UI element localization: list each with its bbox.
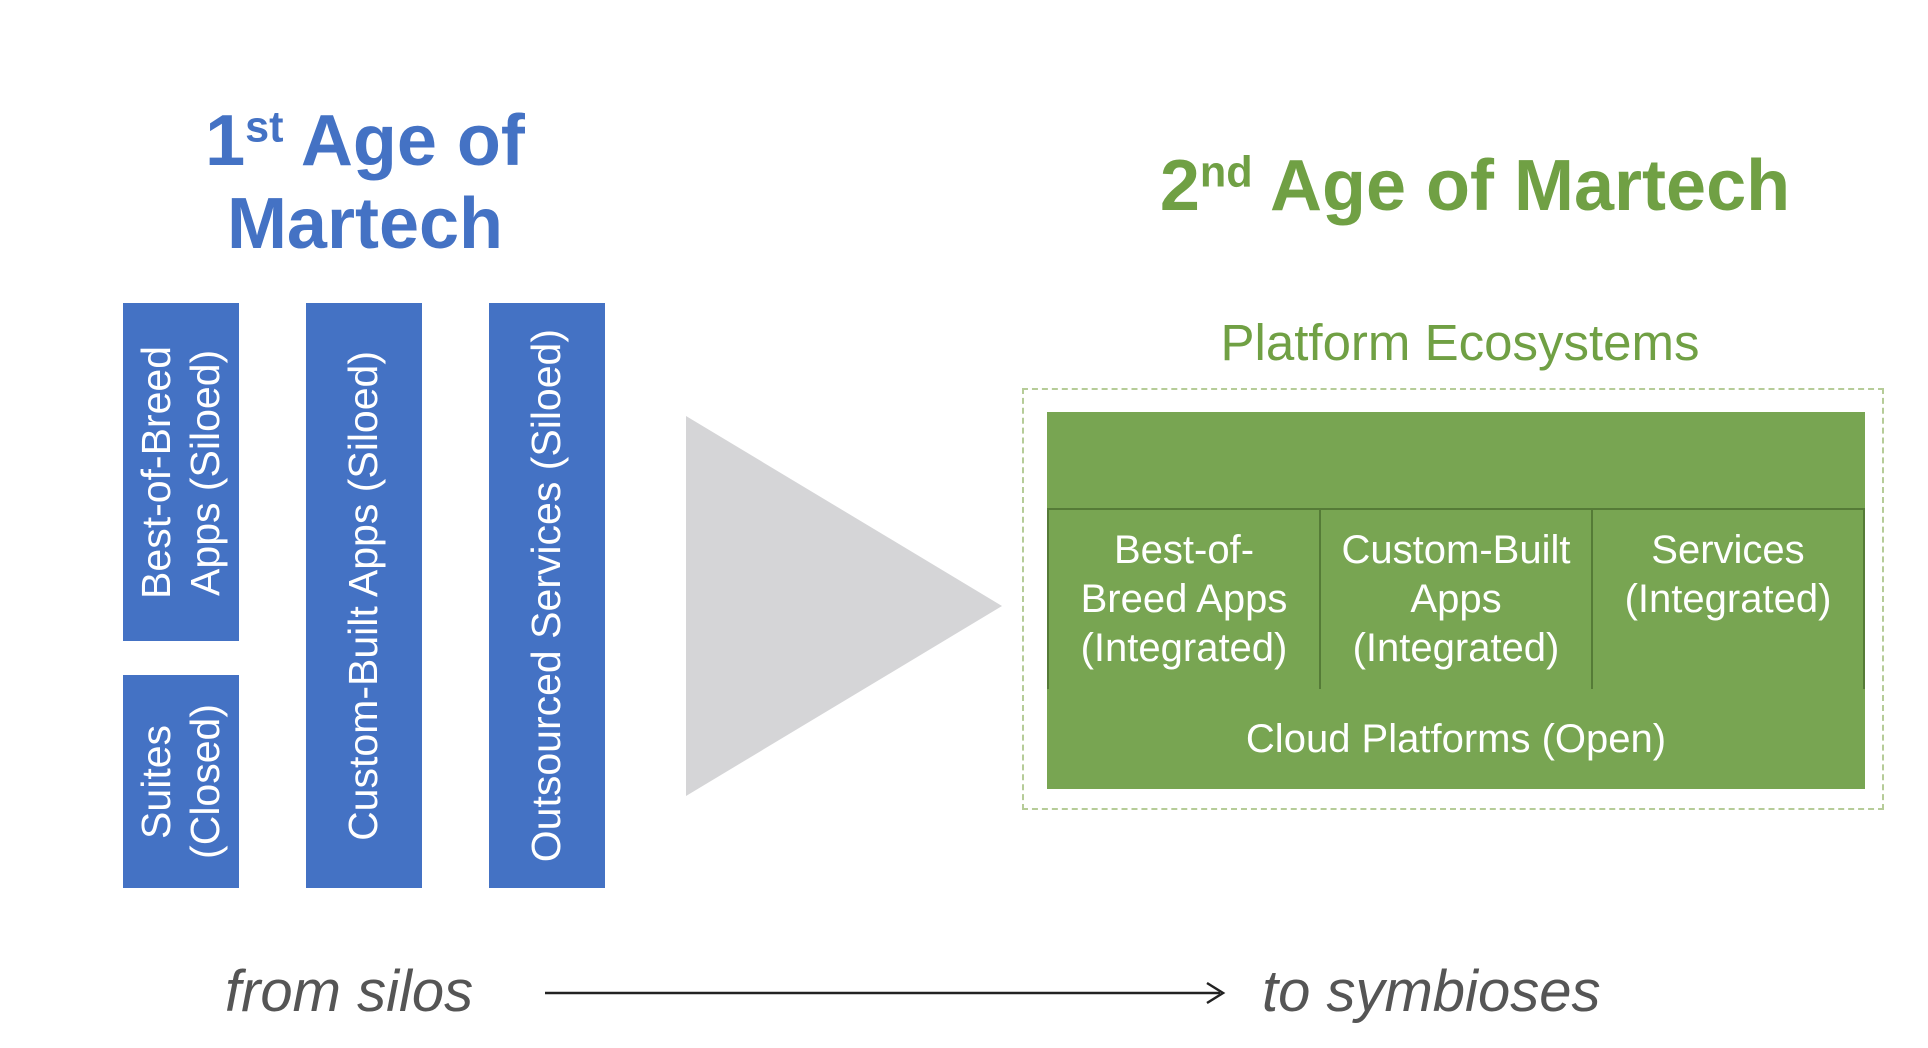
suites-closed-box: Suites (Closed) — [123, 675, 239, 888]
progression-arrow-icon — [545, 981, 1226, 1005]
custom-built-siloed-box: Custom-Built Apps (Siloed) — [306, 303, 422, 888]
first-age-title: 1st Age of Martech — [205, 101, 525, 264]
best-of-breed-siloed-box: Best-of-Breed Apps (Siloed) — [123, 303, 239, 641]
outsourced-services-siloed-label: Outsourced Services (Siloed) — [523, 328, 570, 863]
second-age-title: 2nd Age of Martech — [1159, 146, 1791, 226]
best-of-breed-integrated-cell: Best-of- Breed Apps (Integrated) — [1047, 508, 1321, 691]
outsourced-services-siloed-box: Outsourced Services (Siloed) — [489, 303, 605, 888]
transition-arrow-icon — [686, 416, 1002, 796]
ecosystem-frame — [1022, 388, 1884, 810]
from-silos-caption: from silos — [225, 959, 474, 1024]
custom-built-siloed-label: Custom-Built Apps (Siloed) — [340, 350, 387, 841]
services-integrated-cell: Services (Integrated) — [1591, 508, 1865, 691]
custom-built-integrated-cell: Custom-Built Apps (Integrated) — [1319, 508, 1593, 691]
ecosystem-top-band — [1047, 412, 1865, 510]
suites-closed-label: Suites (Closed) — [132, 704, 228, 859]
cloud-platforms-open-band: Cloud Platforms (Open) — [1047, 689, 1865, 789]
to-symbioses-caption: to symbioses — [1262, 959, 1601, 1024]
best-of-breed-siloed-label: Best-of-Breed Apps (Siloed) — [132, 345, 228, 599]
platform-ecosystems-label: Platform Ecosystems — [1220, 314, 1700, 371]
